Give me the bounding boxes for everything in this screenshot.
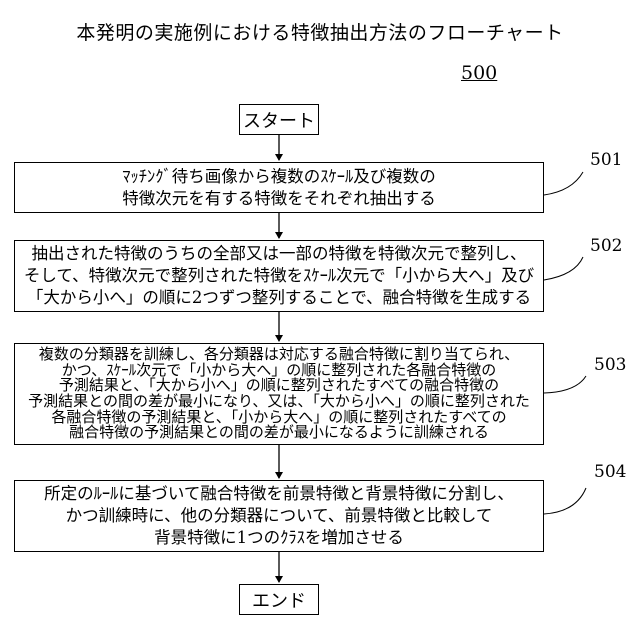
leader-504	[544, 488, 586, 514]
step-box-502: 抽出された特徴のうちの全部又は一部の特徴を特徴次元で整列し、 そして、特徴次元で…	[14, 240, 544, 312]
step-502-line: 抽出された特徴のうちの全部又は一部の特徴を特徴次元で整列し、	[32, 243, 527, 265]
start-label: スタート	[243, 107, 315, 133]
step-box-504: 所定のﾙｰﾙに基づいて融合特徴を前景特徴と背景特徴に分割し、 かつ訓練時に、他の…	[14, 480, 544, 552]
step-box-503: 複数の分類器を訓練し、各分類器は対応する融合特徴に割り当てられ、 かつ、ｽｹｰﾙ…	[14, 343, 544, 445]
leader-501	[544, 172, 583, 195]
step-501-line: ﾏｯﾁﾝｸﾞ待ち画像から複数のｽｹｰﾙ及び複数の	[122, 166, 436, 188]
start-terminal: スタート	[239, 104, 319, 135]
end-terminal: エンド	[239, 584, 319, 615]
step-ref-503: 503	[594, 355, 626, 375]
step-504-line: 所定のﾙｰﾙに基づいて融合特徴を前景特徴と背景特徴に分割し、	[44, 483, 514, 505]
figure-title: 本発明の実施例における特徴抽出方法のフローチャート	[0, 18, 640, 45]
step-box-501: ﾏｯﾁﾝｸﾞ待ち画像から複数のｽｹｰﾙ及び複数の 特徴次元を有する特徴をそれぞれ…	[14, 162, 544, 213]
step-502-line: そして、特徴次元で整列された特徴をｽｹｰﾙ次元で「小から大へ」及び	[24, 265, 534, 287]
step-ref-504: 504	[594, 462, 626, 482]
end-label: エンド	[252, 587, 306, 613]
leader-502	[544, 257, 583, 280]
figure-number: 500	[461, 62, 497, 84]
step-501-line: 特徴次元を有する特徴をそれぞれ抽出する	[122, 188, 436, 210]
step-504-line: 背景特徴に1つのｸﾗｽを増加させる	[154, 527, 404, 549]
leader-503	[544, 376, 586, 393]
step-ref-501: 501	[590, 150, 622, 170]
step-ref-502: 502	[590, 236, 622, 256]
step-503-line: 融合特徴の予測結果との間の差が最小になるように訓練される	[69, 425, 489, 441]
step-504-line: かつ訓練時に、他の分類器について、前景特徴と比較して	[66, 505, 493, 527]
step-502-line: 「大から小へ」の順に2つずつ整列することで、融合特徴を生成する	[27, 287, 531, 309]
